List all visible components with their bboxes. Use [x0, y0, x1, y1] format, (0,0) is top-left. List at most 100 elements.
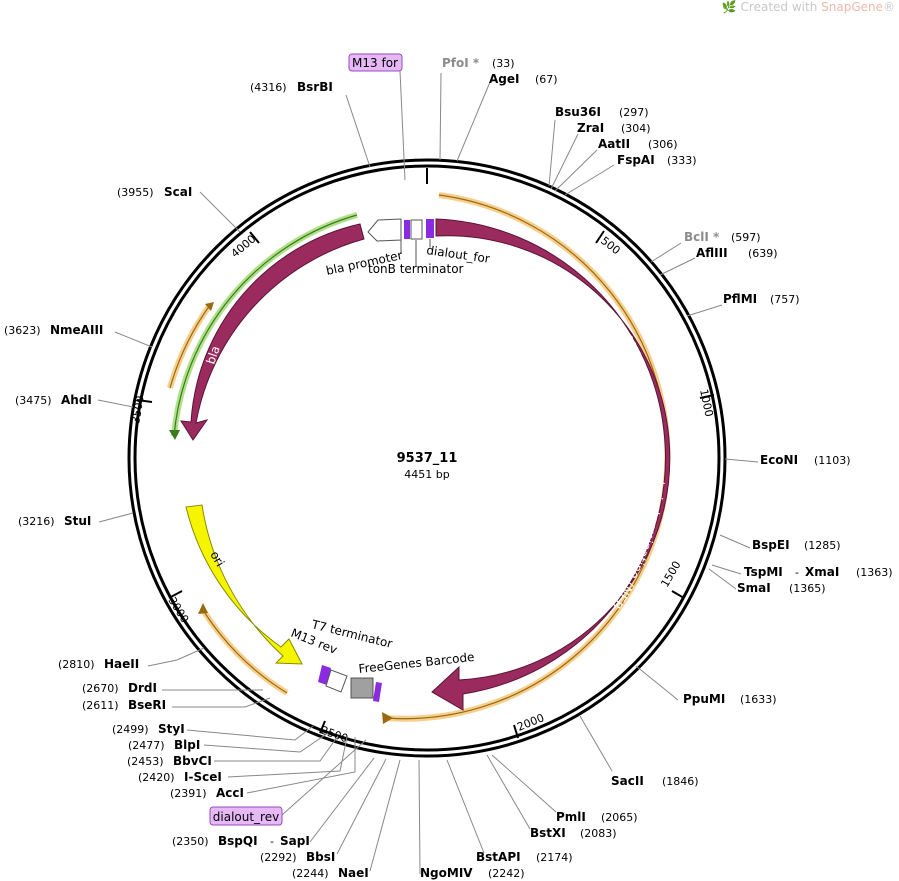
site-naei: NaeI: [338, 866, 369, 880]
freegenes-barcode-feature: [350, 677, 374, 699]
bla-feature: [180, 223, 365, 441]
plasmid-length: 4451 bp: [404, 468, 449, 481]
site-afliii-pos: (639): [748, 247, 778, 260]
site-stui: StuI: [64, 514, 91, 528]
site-bseri: BseRI: [128, 698, 166, 712]
site-naei-pos: (2244): [292, 867, 329, 880]
site-bsrbi: BsrBI: [297, 80, 333, 94]
site-bsu36i: Bsu36I: [555, 105, 601, 119]
site-bspqi: BspQI: [218, 834, 258, 848]
m13-rev-feature: [325, 669, 348, 693]
site-bstxi: BstXI: [530, 826, 566, 840]
site-acci-pos: (2391): [170, 787, 207, 800]
site-scai-pos: (3955): [117, 186, 154, 199]
tonb-terminator-label: tonB terminator: [368, 262, 464, 276]
site-blpi-pos: (2477): [128, 739, 165, 752]
site-stui-pos: (3216): [18, 515, 55, 528]
site-econi: EcoNI: [760, 453, 798, 467]
site-smai-pos: (1365): [789, 582, 826, 595]
site-aatii-pos: (306): [648, 138, 678, 151]
site-tspmi-sep: -: [795, 566, 799, 579]
site-acci: AccI: [216, 786, 244, 800]
site-iscei-pos: (2420): [138, 771, 175, 784]
site-bspei-pos: (1285): [804, 539, 841, 552]
site-connectors: [97, 72, 759, 875]
site-haeii: HaeII: [104, 657, 139, 671]
site-pflmi: PflMI: [723, 292, 757, 306]
site-nmeaiii-pos: (3623): [4, 324, 41, 337]
site-bcli: BclI *: [684, 230, 720, 244]
site-ppumi-pos: (1633): [740, 693, 777, 706]
orf-arc-green-head: [169, 430, 180, 440]
site-scai: ScaI: [164, 185, 192, 199]
polymerase-label: 9°N-7 DNA Polymerase chain terminating (…: [0, 0, 667, 623]
site-fspai-pos: (333): [667, 154, 697, 167]
orf-arc-right-head: [382, 712, 393, 724]
site-pfoi: PfoI *: [442, 56, 480, 70]
site-fspai: FspAI: [617, 153, 655, 167]
orf-arc-ori: [200, 608, 289, 696]
site-bspqi-pos: (2350): [172, 835, 209, 848]
site-bsrbi-pos: (4316): [250, 81, 287, 94]
site-bstxi-pos: (2083): [580, 827, 617, 840]
site-pflmi-pos: (757): [770, 293, 800, 306]
watermark-prefix: Created with: [740, 0, 822, 14]
tonb-terminator-marker: [404, 220, 410, 239]
site-agei-pos: (67): [535, 73, 558, 86]
site-bbvci: BbvCI: [173, 754, 212, 768]
ori-feature: [185, 504, 303, 665]
site-xmai-pos: (1363): [856, 566, 893, 579]
site-sacii-pos: (1846): [662, 775, 699, 788]
site-bsu36i-pos: (297): [619, 106, 649, 119]
site-zrai: ZraI: [577, 121, 604, 135]
site-bspqi-sep: -: [270, 835, 274, 848]
tick-3500: 3500: [129, 395, 147, 425]
site-styi-pos: (2499): [112, 723, 149, 736]
site-aatii: AatII: [598, 137, 630, 151]
site-bcli-pos: (597): [731, 231, 761, 244]
site-nmeaiii: NmeAIII: [50, 323, 103, 337]
dialout-for-feature: [426, 219, 434, 238]
plasmid-name: 9537_11: [397, 451, 458, 466]
polymerase-feature: [431, 218, 671, 711]
site-drdi-pos: (2670): [82, 682, 119, 695]
site-pfoi-pos: (33): [492, 57, 515, 70]
backbone-outer: [127, 158, 727, 758]
tick-1500: 1500: [658, 559, 683, 590]
site-blpi: BlpI: [174, 738, 200, 752]
dialout-rev-feature: [373, 682, 382, 702]
site-pmli: PmlI: [556, 810, 586, 824]
site-bspei: BspEI: [752, 538, 790, 552]
ori-label: ori: [207, 549, 227, 569]
bla-label: bla: [203, 344, 222, 366]
site-iscei: I-SceI: [184, 770, 222, 784]
site-econi-pos: (1103): [814, 454, 851, 467]
snapgene-leaf-icon: 🌿: [721, 0, 737, 14]
site-zrai-pos: (304): [621, 122, 651, 135]
site-sacii: SacII: [611, 774, 644, 788]
site-styi: StyI: [158, 722, 185, 736]
site-bbvci-pos: (2453): [127, 755, 164, 768]
tick-1000: 1000: [697, 388, 716, 418]
watermark-mark: ®: [883, 0, 895, 14]
site-bstapi: BstAPI: [476, 850, 521, 864]
watermark-brand: SnapGene: [821, 0, 883, 14]
site-sapi: SapI: [280, 834, 310, 848]
orf-arc-green-core: [173, 214, 358, 437]
backbone-inner: [133, 164, 721, 752]
site-ppumi: PpuMI: [683, 692, 725, 706]
m13-for-primer-label: M13 for: [352, 56, 398, 70]
tonb-terminator-feature: [410, 219, 423, 240]
site-ahdi: AhdI: [61, 393, 92, 407]
site-tspmi: TspMI: [744, 565, 783, 579]
site-ahdi-pos: (3475): [15, 394, 52, 407]
site-bseri-pos: (2611): [82, 699, 119, 712]
site-drdi: DrdI: [128, 681, 157, 695]
m13-for-primer-box: [348, 53, 403, 72]
site-agei: AgeI: [489, 72, 519, 86]
dialout-rev-primer-label: dialout_rev: [213, 810, 279, 824]
dialout-rev-primer-box: [209, 806, 283, 826]
bla-promoter-feature: [367, 218, 402, 242]
site-bbsi: BbsI: [306, 850, 335, 864]
